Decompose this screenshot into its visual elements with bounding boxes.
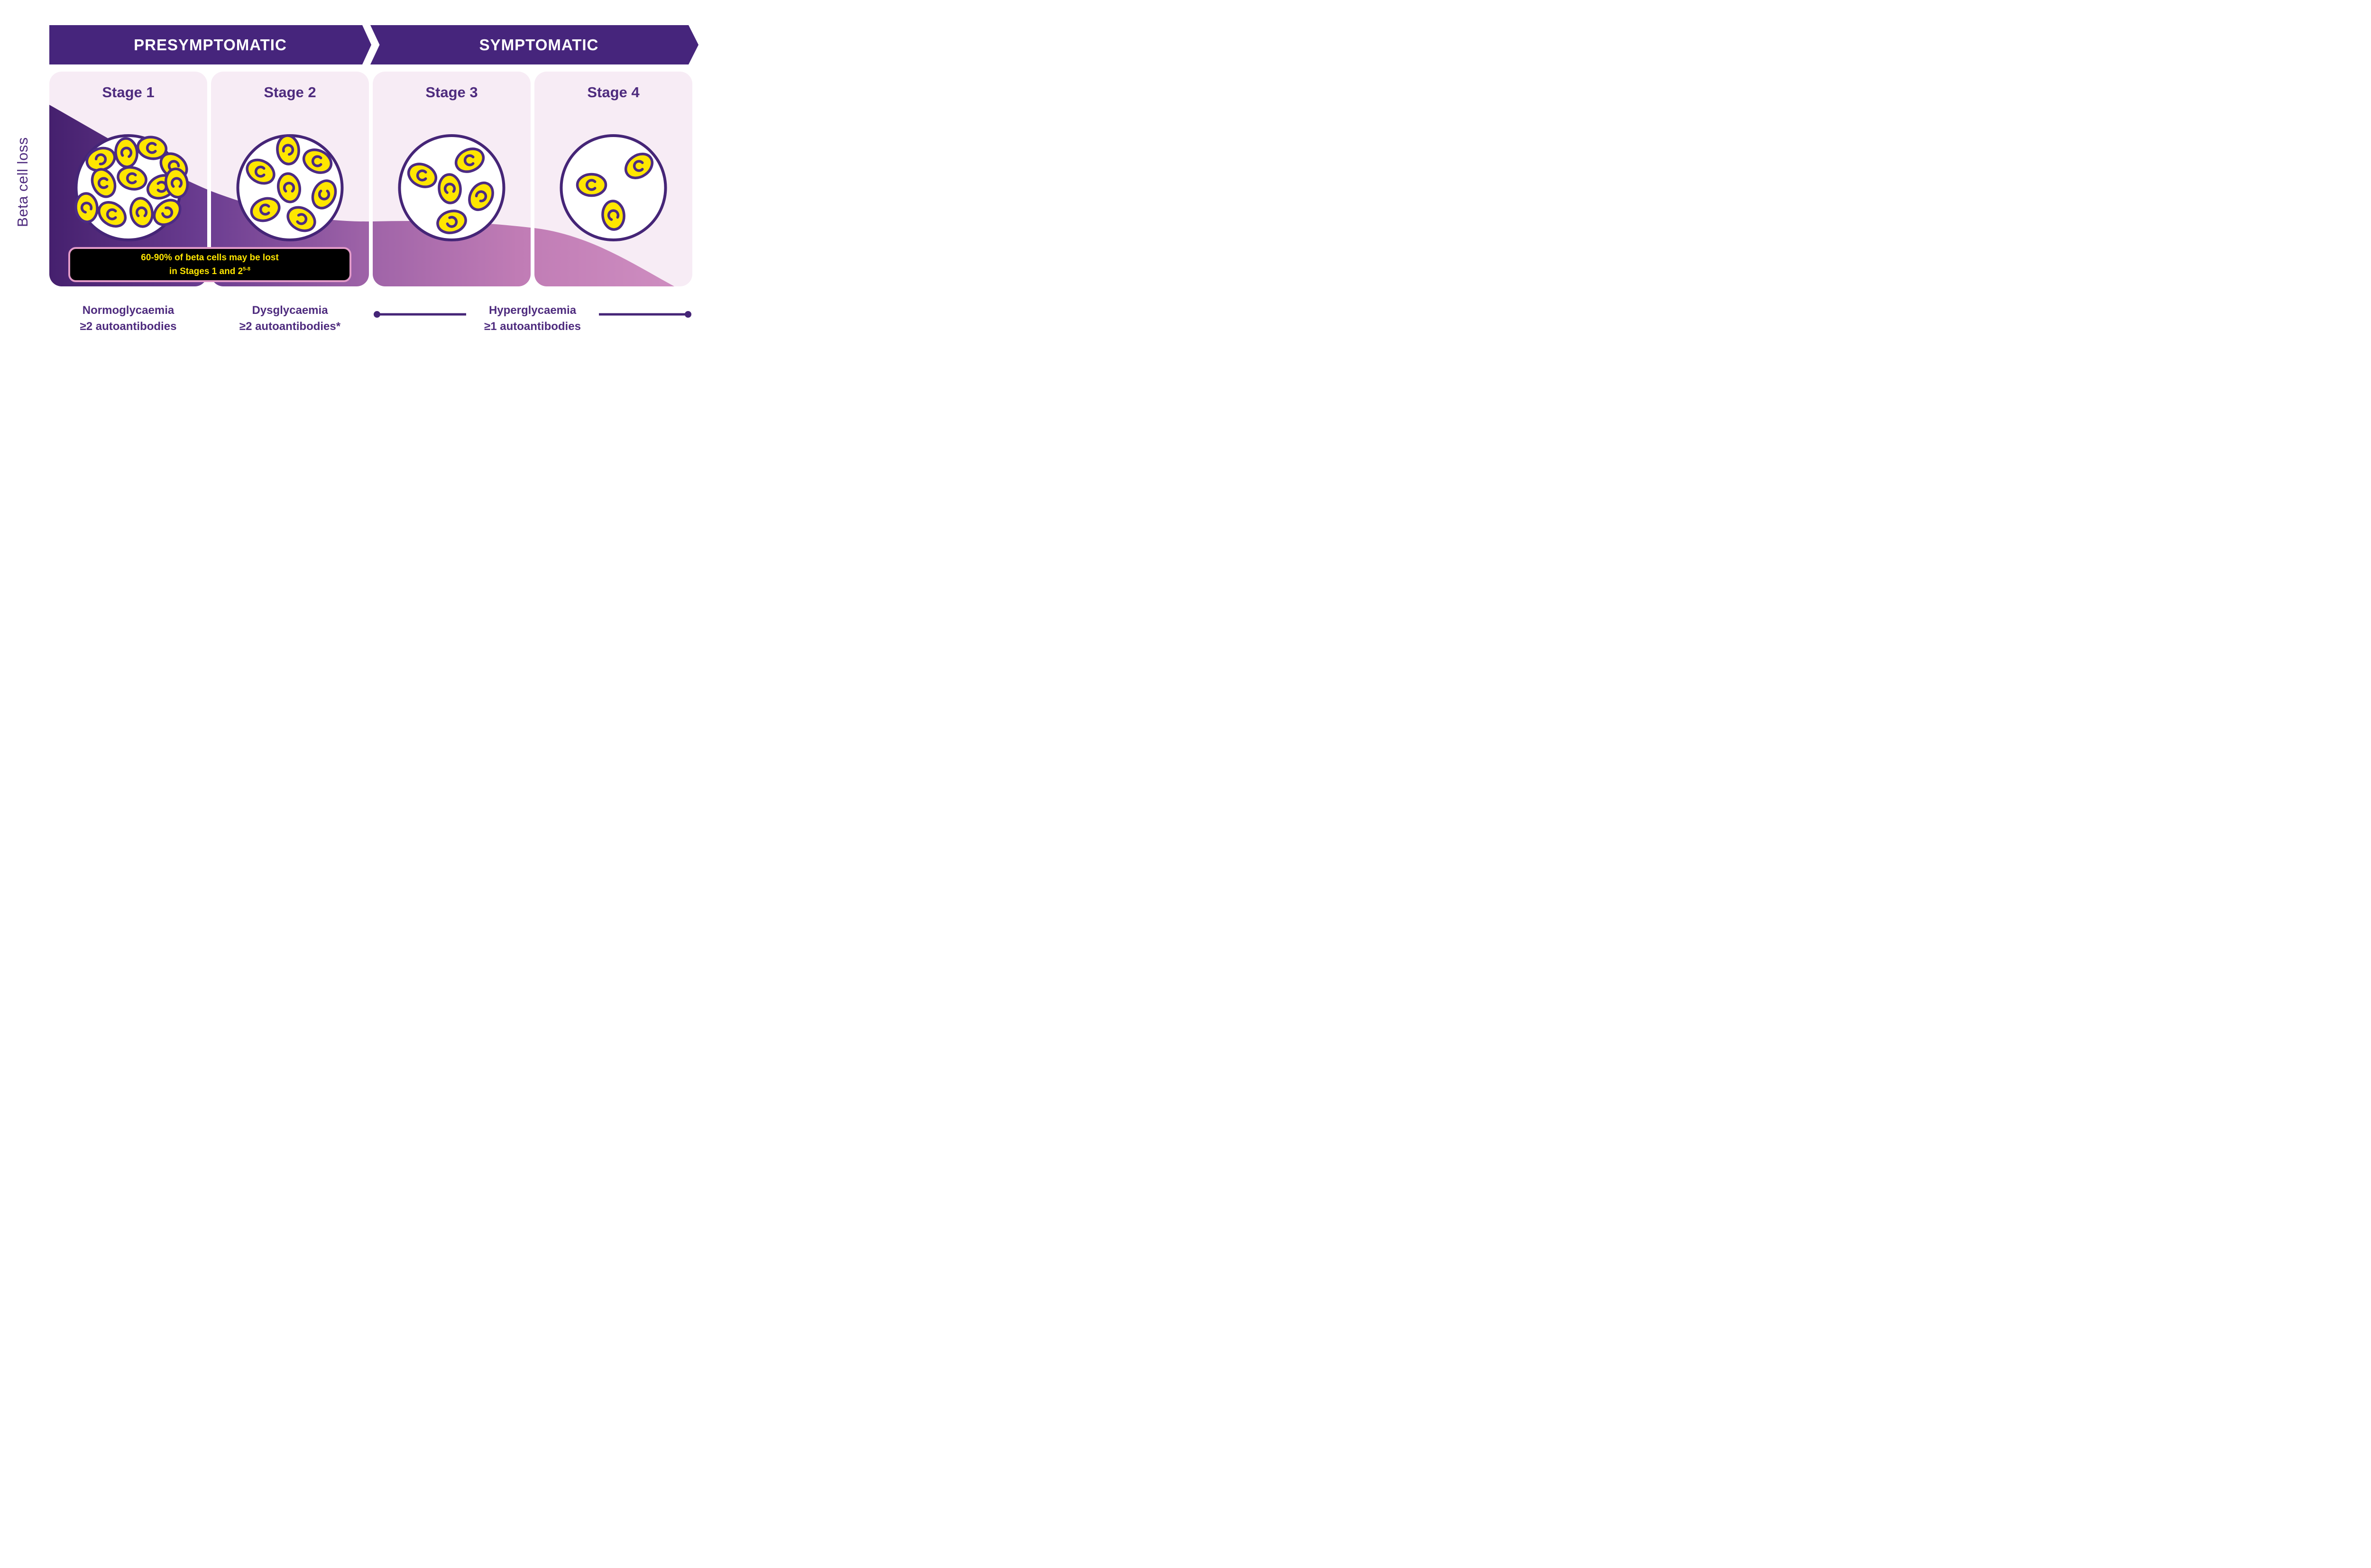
- stage-2-title: Stage 2: [264, 84, 316, 101]
- beta-cell: [164, 167, 189, 199]
- stage-3-title: Stage 3: [425, 84, 478, 101]
- beta-cell: [302, 148, 333, 174]
- stage-4-title: Stage 4: [587, 84, 640, 101]
- beta-cell: [153, 199, 182, 226]
- stage-3-4-criteria-label: Hyperglycaemia ≥1 autoantibodies: [373, 303, 692, 335]
- hyperglycaemia-label: Hyperglycaemia: [488, 304, 577, 317]
- phase-label-symptomatic: SYMPTOMATIC: [479, 36, 599, 54]
- beta-cell: [438, 173, 462, 204]
- islet-circle-stage-4: [560, 134, 667, 241]
- beta-cell-loss-fill: [373, 72, 531, 286]
- stage-2-autoantibody-label: ≥2 autoantibodies*: [239, 320, 341, 333]
- symptomatic-ribbon-shape: [370, 25, 698, 64]
- stage-4-card: Stage 4: [534, 72, 692, 286]
- beta-cell: [276, 134, 300, 165]
- y-axis-label: Beta cell loss: [14, 137, 31, 227]
- hyperglycaemia-autoantibody-label: ≥1 autoantibodies: [484, 320, 581, 333]
- beta-cell: [136, 136, 168, 160]
- stage-2-glycaemia-label: Dysglycaemia: [252, 304, 328, 317]
- beta-cell: [311, 179, 337, 210]
- hyperglycaemia-range-line: [374, 311, 691, 318]
- callout-reference-superscript: 5-8: [243, 266, 251, 272]
- beta-cell: [286, 206, 316, 232]
- beta-cell: [129, 197, 154, 228]
- beta-cell: [407, 163, 438, 188]
- beta-cell: [436, 210, 467, 234]
- t1d-stages-infographic: Beta cell loss PRESYMPTOMATIC SYMPTOMATI…: [0, 0, 728, 364]
- beta-cell: [624, 153, 654, 179]
- beta-cell: [454, 147, 485, 173]
- beta-cell: [250, 197, 281, 222]
- beta-cell: [74, 192, 99, 223]
- beta-cell: [97, 201, 127, 228]
- callout-line-2: in Stages 1 and 25-8: [169, 266, 251, 276]
- stage-3-card: Stage 3: [373, 72, 531, 286]
- beta-cell: [468, 181, 494, 211]
- phase-banner-ribbon: [49, 25, 698, 64]
- stage-1-title: Stage 1: [102, 84, 155, 101]
- stage-1-autoantibody-label: ≥2 autoantibodies: [80, 320, 177, 333]
- beta-cell: [91, 168, 117, 198]
- callout-box: 60-90% of beta cells may be lost in Stag…: [68, 247, 351, 282]
- range-right-dot: [685, 311, 691, 318]
- islet-circle-stage-2: [236, 134, 344, 241]
- stage-1-glycaemia-label: Normoglycaemia: [82, 304, 175, 317]
- phase-label-presymptomatic: PRESYMPTOMATIC: [134, 36, 287, 54]
- islet-circle-stage-3: [398, 134, 505, 241]
- stage-2-criteria-label: Dysglycaemia ≥2 autoantibodies*: [211, 303, 369, 335]
- beta-cell: [276, 172, 302, 203]
- beta-cell: [601, 200, 625, 231]
- beta-cell: [117, 166, 147, 191]
- beta-cell: [576, 173, 607, 197]
- beta-cell-loss-fill: [534, 72, 692, 286]
- beta-cell: [246, 158, 276, 185]
- islet-circle-stage-1: [74, 134, 189, 241]
- range-left-dot: [374, 311, 380, 318]
- callout-line-1: 60-90% of beta cells may be lost: [141, 252, 279, 263]
- stage-1-criteria-label: Normoglycaemia ≥2 autoantibodies: [49, 303, 207, 335]
- beta-cell: [114, 137, 138, 168]
- presymptomatic-ribbon-shape: [49, 25, 371, 64]
